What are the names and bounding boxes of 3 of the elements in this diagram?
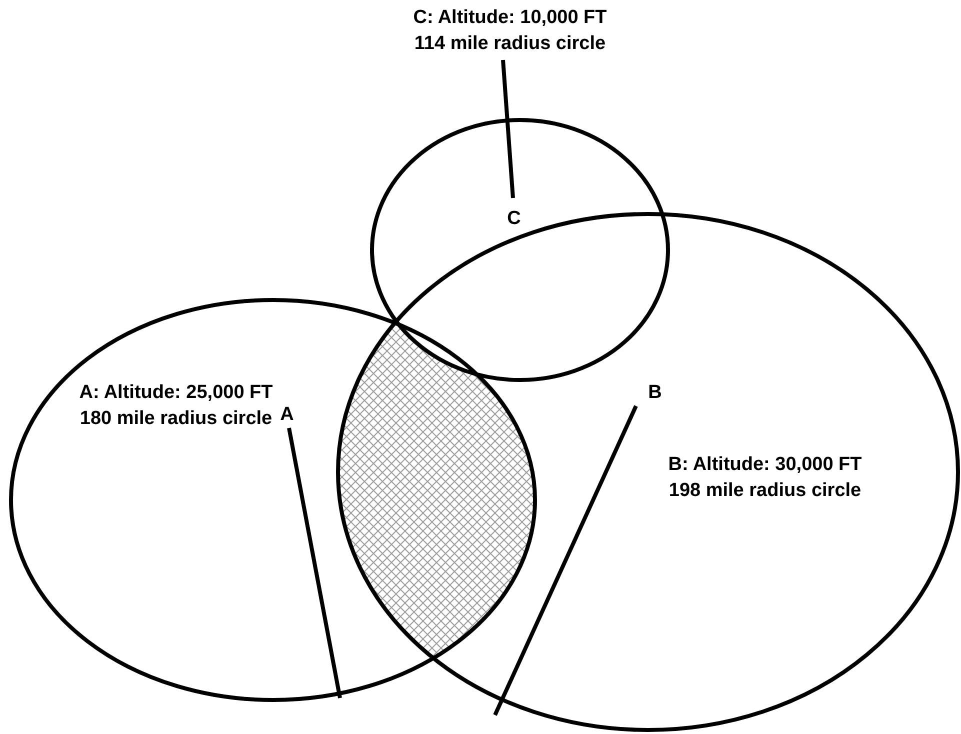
circle-label: A: Altitude: 25,000 FT 180 mile radius circle: [78, 381, 274, 431]
circle-label: C: Altitude: 10,000 FT 114 mile radius circle: [412, 6, 608, 56]
circle-label: B: Altitude: 30,000 FT 198 mile radius circle: [667, 453, 863, 503]
